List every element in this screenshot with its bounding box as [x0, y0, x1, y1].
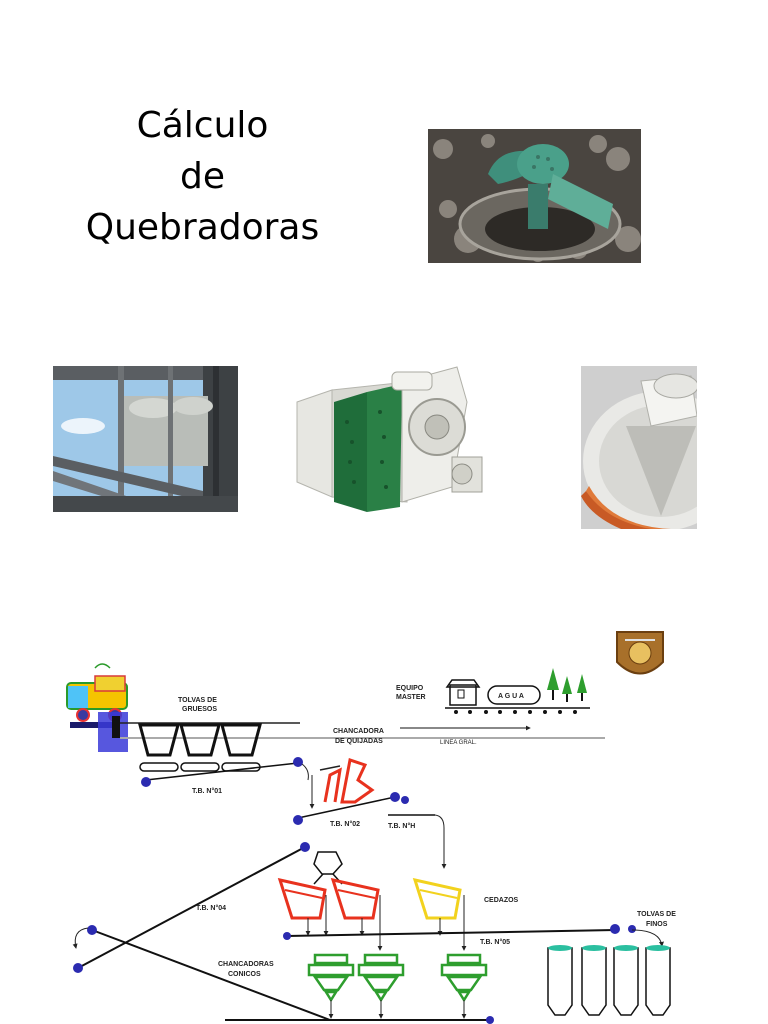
pulley-dot: [401, 796, 409, 804]
cone-crusher-green-3: [440, 953, 488, 1003]
pulley-dot: [87, 925, 97, 935]
cone-crusher-green-2: [357, 953, 405, 1003]
pulley-dot: [628, 925, 636, 933]
master-equipment: [445, 679, 590, 714]
pulley-dot: [610, 924, 620, 934]
photo-cone-crusher-pit: [428, 129, 641, 263]
label-tolvas-gruesos-2: GRUESOS: [182, 706, 217, 713]
photo-cone-crusher-interior: [581, 366, 697, 529]
screen-yellow: [412, 877, 462, 920]
title-line-3: Quebradoras: [85, 207, 320, 248]
jaw-crusher-icon: [319, 758, 375, 804]
screen-red-2: [330, 877, 380, 920]
label-cedazos: CEDAZOS: [484, 897, 519, 904]
label-agua: A G U A: [498, 693, 524, 700]
label-equipo-master-2: MASTER: [396, 694, 426, 701]
flow-diagram: TOLVAS DE GRUESOS T.B. N°01 A G U A EQUI…: [66, 631, 676, 1024]
pulley-dot: [73, 963, 83, 973]
coarse-hoppers: [138, 723, 262, 757]
title-line-2: de: [180, 156, 225, 197]
pulley-dot: [486, 1016, 494, 1024]
label-tolvas-finos-1: TOLVAS DE: [637, 911, 676, 918]
tree-icon: [547, 668, 587, 702]
pulley-dot: [293, 815, 303, 825]
photo-crushing-plant: [53, 366, 238, 512]
pulley-dot: [283, 932, 291, 940]
label-tb1: T.B. N°01: [192, 787, 222, 795]
fine-silos: [547, 947, 671, 1016]
crest-icon: [616, 631, 664, 675]
label-chancadoras-conicos-1: CHANCADORAS: [218, 961, 274, 968]
splitter-icon: [313, 851, 343, 885]
label-tbh: T.B. N°H: [388, 822, 415, 830]
truck-icon: [66, 663, 128, 752]
label-linea-general: LINEA GRAL.: [440, 740, 477, 746]
pulley-dot: [293, 757, 303, 767]
cone-crusher-green-1: [307, 953, 355, 1003]
label-tolvas-gruesos-1: TOLVAS DE: [178, 697, 217, 704]
label-tb4: T.B. N°04: [196, 904, 226, 912]
label-tolvas-finos-2: FINOS: [646, 921, 668, 928]
screen-red-1: [277, 877, 327, 920]
label-equipo-master-1: EQUIPO: [396, 685, 424, 692]
label-chancadoras-conicos-2: CONICOS: [228, 971, 261, 978]
label-tb5: T.B. N°05: [480, 938, 510, 946]
pulley-dot: [300, 842, 310, 852]
title-line-1: Cálculo: [136, 105, 269, 146]
page-title: Cálculo de Quebradoras: [60, 100, 345, 253]
pulley-dot: [141, 777, 151, 787]
pulley-dot: [390, 792, 400, 802]
label-tb2: T.B. N°02: [330, 820, 360, 828]
label-chancadora-1: CHANCADORA: [333, 728, 384, 735]
label-chancadora-2: DE QUIJADAS: [335, 738, 383, 745]
photo-jaw-crusher: [292, 362, 489, 518]
